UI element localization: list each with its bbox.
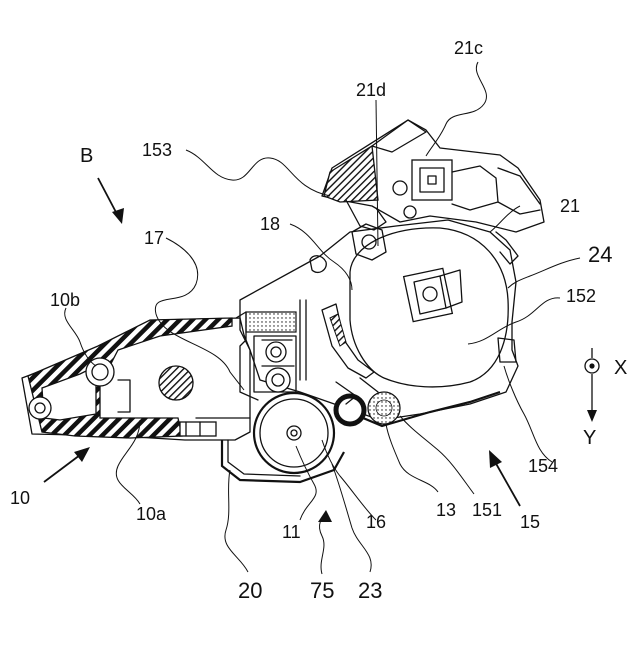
label-20: 20 [238,578,262,603]
label-10a: 10a [136,504,167,524]
arrow-10 [44,447,90,482]
reference-labels: 21c 21d 153 B 21 18 17 24 152 10b X Y 15… [10,38,627,603]
label-10: 10 [10,488,30,508]
label-13: 13 [436,500,456,520]
label-B: B [80,145,93,167]
label-15: 15 [520,512,540,532]
label-X: X [614,357,627,379]
label-Y: Y [583,427,596,449]
cleaning-unit-10 [22,318,250,440]
label-151: 151 [472,500,502,520]
label-152: 152 [566,286,596,306]
arrow-15 [489,450,520,506]
label-153: 153 [142,140,172,160]
leader-lines [65,62,580,574]
label-10b: 10b [50,290,80,310]
photosensitive-drum-11 [222,378,400,482]
direction-indicator [585,348,599,422]
label-154: 154 [528,456,558,476]
drive-unit-21 [322,120,544,232]
label-24: 24 [588,242,612,267]
label-18: 18 [260,214,280,234]
arrow-B [98,178,124,224]
label-23: 23 [358,578,382,603]
label-21c: 21c [454,38,483,58]
charging-region-17 [236,312,296,400]
label-21: 21 [560,196,580,216]
label-75: 75 [310,578,334,603]
label-16: 16 [366,512,386,532]
label-17: 17 [144,228,164,248]
label-21d: 21d [356,80,386,100]
label-11: 11 [282,522,301,542]
